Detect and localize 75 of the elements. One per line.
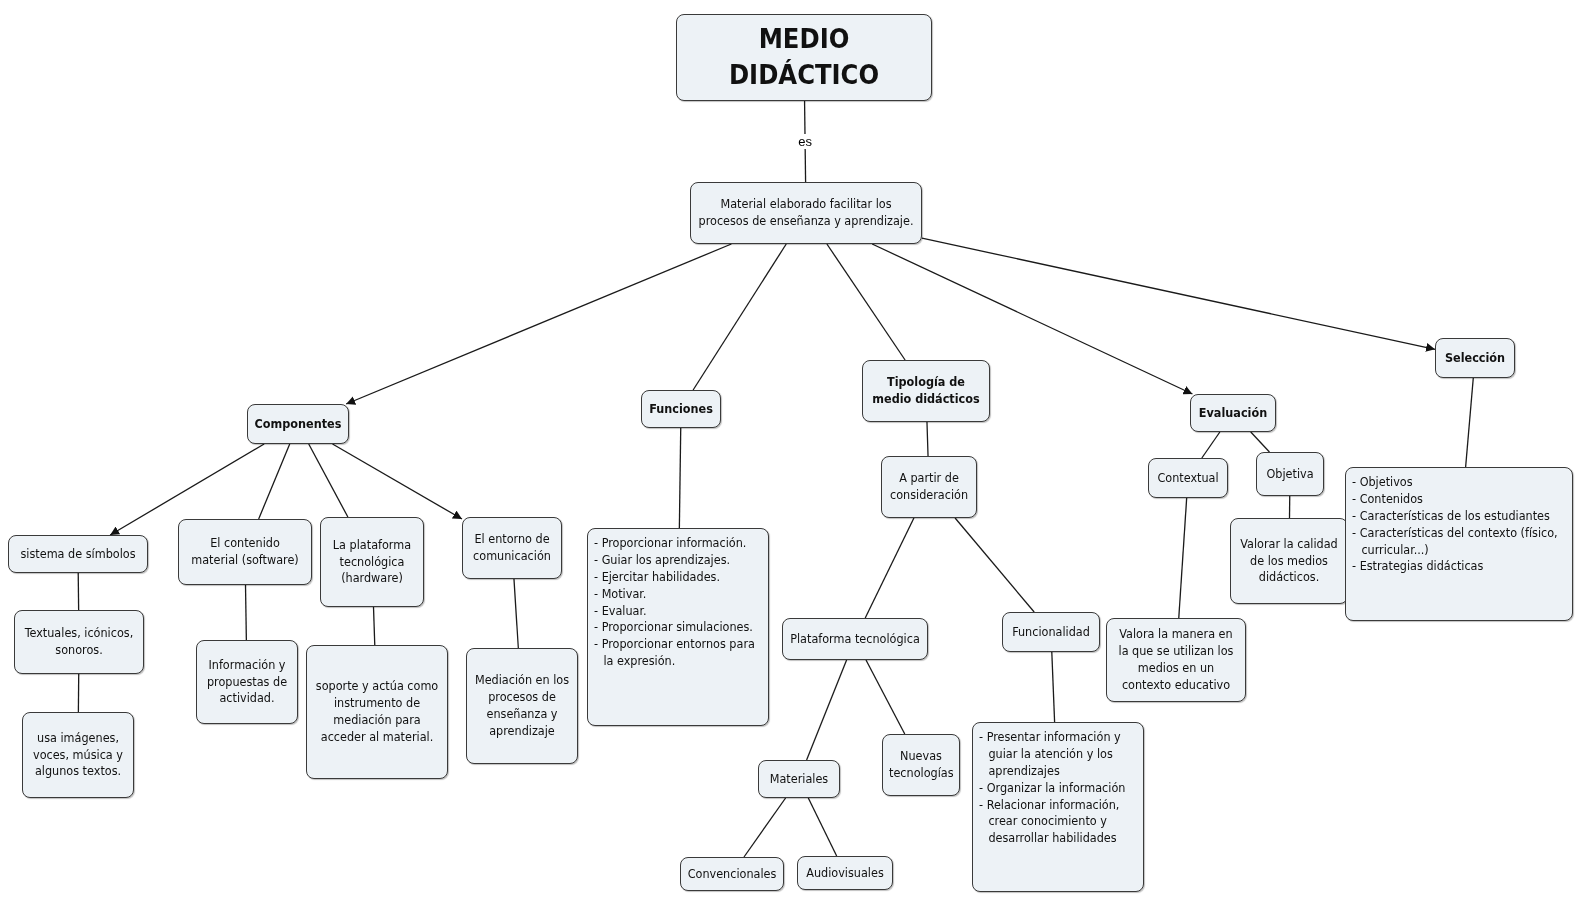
- edge-label: es: [796, 133, 814, 149]
- title-box: MEDIO DIDÁCTICO: [676, 14, 932, 101]
- connector-line: [1250, 431, 1271, 453]
- concept-box: Nuevas tecnologías: [882, 734, 960, 796]
- arrow: [109, 443, 265, 536]
- concept-box: Componentes: [247, 404, 349, 444]
- list-item: - Presentar información y guiar la atención y los aprendizajes: [979, 729, 1122, 780]
- connector-line: [805, 659, 848, 761]
- list-item: - Estrategias didácticas: [1352, 558, 1485, 576]
- connector-line: [372, 606, 376, 646]
- connector-line: [743, 797, 787, 858]
- concept-box: Contextual: [1148, 458, 1228, 498]
- list-item: - Relacionar información, crear conocimiento y desarrollar habilidades: [979, 796, 1121, 848]
- concept-box: Valora la manera en la que se utilizan los medios en un contexto educativo: [1106, 618, 1246, 702]
- list-item: - Organizar la información: [979, 779, 1127, 797]
- list-item: - Proporcionar simulaciones.: [594, 619, 754, 637]
- arrow: [345, 243, 732, 405]
- connector-line: [807, 797, 838, 857]
- connector-line: [692, 243, 787, 391]
- concept-box: Audiovisuales: [797, 856, 893, 890]
- concept-box: soporte y actúa como instrumento de mediación para acceder al material.: [306, 645, 448, 779]
- connector-line: [513, 578, 519, 649]
- concept-box: Evaluación: [1190, 394, 1276, 432]
- connector-line: [926, 421, 929, 457]
- connector-line: [77, 572, 80, 611]
- connector-line: [865, 659, 906, 735]
- concept-box: Tipología de medio didácticos: [862, 360, 990, 422]
- connector-line: [308, 443, 349, 518]
- list-item: - Objetivos: [1352, 474, 1414, 491]
- concept-box: Información y propuestas de actividad.: [196, 640, 298, 724]
- list-box: [587, 528, 769, 726]
- connector-line: [77, 673, 80, 713]
- arrow: [921, 237, 1436, 352]
- concept-box: Plataforma tecnológica: [782, 618, 928, 660]
- concept-box: Mediación en los procesos de enseñanza y aprendizaje: [466, 648, 578, 764]
- list-box: [972, 722, 1144, 892]
- concept-box: Funciones: [641, 390, 721, 428]
- list-item: - Motivar.: [594, 585, 648, 603]
- concept-box: Material elaborado facilitar los procesos de enseñanza y aprendizaje.: [690, 182, 922, 244]
- connector-line: [1464, 377, 1474, 468]
- concept-box: Convencionales: [680, 857, 784, 891]
- concept-box: usa imágenes, voces, música y algunos textos.: [22, 712, 134, 798]
- concept-box: A partir de consideración: [881, 456, 977, 518]
- list-item: - Contenidos: [1352, 490, 1424, 508]
- concept-box: El contenido material (software): [178, 519, 312, 585]
- connector-line: [864, 517, 915, 619]
- connector-line: [1051, 651, 1056, 723]
- concept-box: Materiales: [758, 760, 840, 798]
- list-item: - Proporcionar entornos para la expresión.: [594, 636, 756, 670]
- connector-line: [954, 517, 1035, 613]
- concept-box: El entorno de comunicación: [462, 517, 562, 579]
- concept-box: Funcionalidad: [1002, 612, 1100, 652]
- concept-box: La plataforma tecnológica (hardware): [320, 517, 424, 607]
- concept-box: Textuales, icónicos, sonoros.: [14, 610, 144, 674]
- connector-line: [244, 584, 247, 641]
- concept-box: Valorar la calidad de los medios didácticos.: [1230, 518, 1348, 604]
- connector-line: [1288, 495, 1291, 519]
- arrow: [871, 243, 1194, 395]
- connector-line: [803, 100, 807, 183]
- list-item: - Ejercitar habilidades.: [594, 568, 721, 586]
- list-item: - Guiar los aprendizajes.: [594, 551, 732, 569]
- list-item: - Características del contexto (físico, curricular...): [1352, 524, 1559, 559]
- arrow: [331, 443, 463, 520]
- connector-line: [678, 427, 682, 529]
- connector-line: [1201, 431, 1221, 459]
- list-box: [1345, 467, 1573, 621]
- concept-box: sistema de símbolos: [8, 535, 148, 573]
- concept-box: Selección: [1435, 338, 1515, 378]
- connector-line: [1178, 497, 1188, 619]
- connector-line: [826, 243, 906, 361]
- concept-box: Objetiva: [1256, 452, 1324, 496]
- list-item: - Proporcionar información.: [594, 535, 748, 552]
- list-item: - Evaluar.: [594, 602, 648, 620]
- connector-line: [258, 443, 291, 520]
- list-item: - Características de los estudiantes: [1352, 507, 1551, 525]
